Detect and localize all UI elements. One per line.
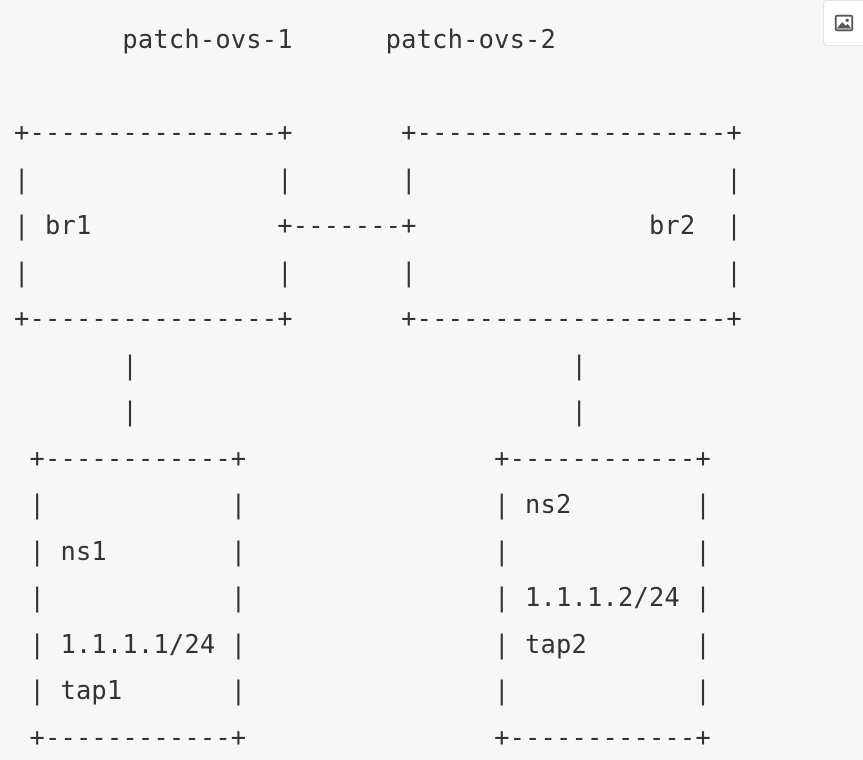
diagram-line: | | [14, 396, 587, 426]
diagram-line: | | | 1.1.1.2/24 | [14, 582, 711, 612]
diagram-line: | ns1 | | | [14, 535, 711, 566]
diagram-line: | | | | [14, 163, 742, 194]
image-view-button[interactable] [823, 0, 863, 46]
image-icon [834, 14, 853, 32]
diagram-line: +----------------+ +--------------------… [14, 303, 742, 333]
diagram-line: | br1 +-------+ br2 | [14, 210, 742, 240]
ascii-network-diagram: patch-ovs-1 patch-ovs-2 +---------------… [14, 16, 742, 760]
diagram-line: | | | | [14, 256, 742, 287]
diagram-line: +----------------+ +--------------------… [14, 117, 742, 147]
diagram-line: +------------+ +------------+ [14, 442, 711, 473]
diagram-line: | | | ns2 | [14, 489, 711, 519]
diagram-line: | tap1 | | | [14, 675, 711, 705]
diagram-line: | | [14, 349, 587, 380]
diagram-line: patch-ovs-1 patch-ovs-2 [14, 24, 557, 54]
diagram-line: | 1.1.1.1/24 | | tap2 | [14, 628, 711, 659]
diagram-line: +------------+ +------------+ [14, 721, 711, 752]
